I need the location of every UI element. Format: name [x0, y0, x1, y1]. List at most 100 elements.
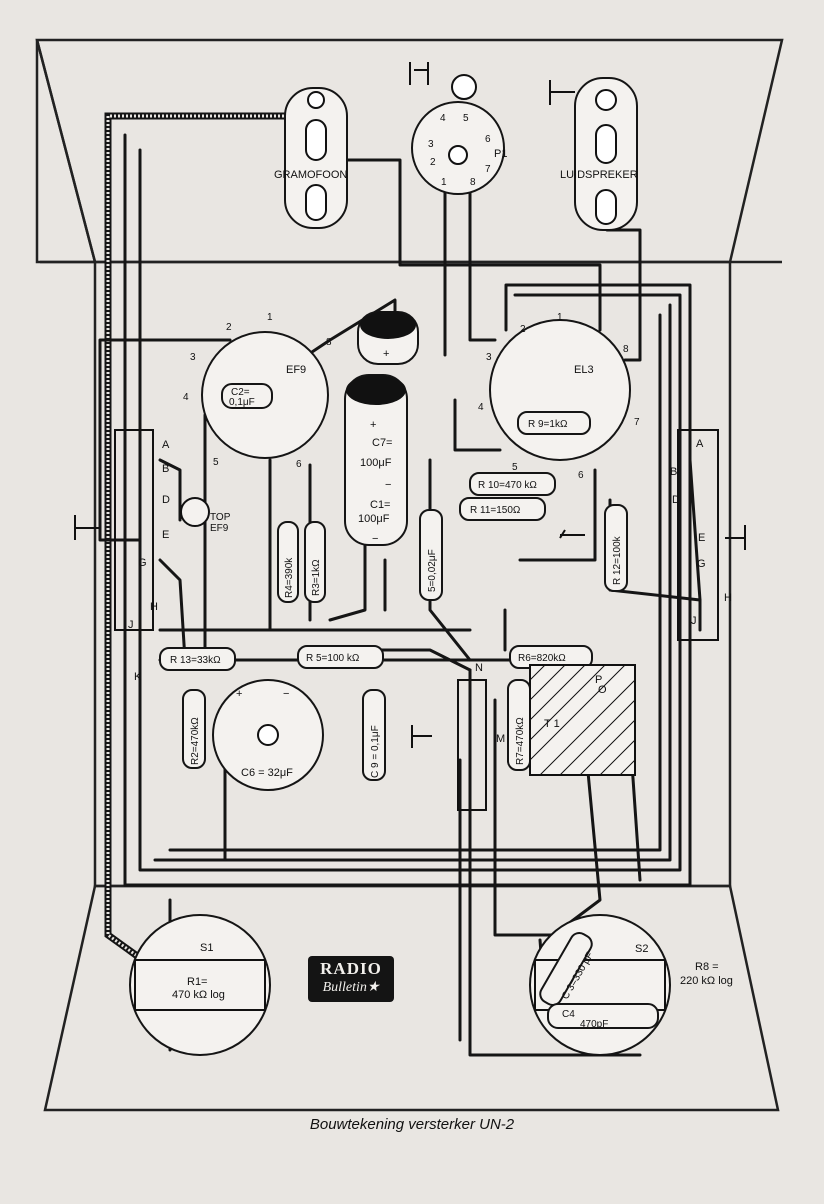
- top-ef9-label: EF9: [210, 523, 229, 534]
- resistor-r7: R7=470kΩ: [507, 679, 531, 771]
- terminal-strip-right: A B D E G H J: [670, 429, 732, 641]
- ef9-pin-3: 3: [190, 352, 196, 363]
- r13-label: R 13=33kΩ: [170, 655, 221, 666]
- el3-pin-2: 2: [520, 324, 526, 335]
- right-lug-h: H: [724, 592, 732, 604]
- right-lug-j: J: [691, 615, 697, 627]
- potentiometer-r1: S1 R1= 470 kΩ log: [129, 914, 271, 1056]
- left-lug-a: A: [162, 439, 170, 451]
- t1-o-label: O: [598, 684, 607, 696]
- r9-label: R 9=1kΩ: [528, 419, 568, 430]
- r10-label: R 10=470 kΩ: [478, 480, 537, 491]
- r6-label: R6=820kΩ: [518, 653, 566, 664]
- c1-value: 100μF: [358, 513, 390, 525]
- p1-pin-5: 5: [463, 113, 469, 124]
- ef9-tube-socket: 1 2 3 4 5 6 8 EF9 C2= 0,1μF: [183, 312, 332, 470]
- r4-label: R4=390k: [284, 557, 295, 598]
- ground-symbols: [74, 62, 746, 748]
- c1-label: C1=: [370, 499, 391, 511]
- left-lug-e: E: [162, 529, 169, 541]
- resistor-r2: R2=470kΩ: [182, 689, 206, 769]
- terminal-strip-mn: N M: [457, 662, 505, 811]
- ef9-label: EF9: [286, 364, 306, 376]
- p1-pin-3: 3: [428, 139, 434, 150]
- s2-label: S2: [635, 943, 648, 955]
- resistor-r3: R3=1kΩ: [304, 521, 326, 603]
- lug-m: M: [496, 733, 505, 745]
- r1-value: 470 kΩ log: [172, 989, 225, 1001]
- c2-label: C2=: [231, 387, 250, 398]
- right-lug-d: D: [672, 494, 680, 506]
- c6-label: C6 = 32μF: [241, 767, 293, 779]
- potentiometer-r8: S2 R8 = 220 kΩ log C 3=330 pF C4 470pF: [529, 914, 733, 1056]
- gramofoon-label: GRAMOFOON: [274, 169, 347, 181]
- c5-label: 5=0,02μF: [427, 549, 438, 592]
- r1-label: R1=: [187, 976, 208, 988]
- logo-line-2: Bulletin★: [322, 980, 380, 995]
- left-lug-d: D: [162, 494, 170, 506]
- left-lug-g: G: [138, 557, 147, 569]
- p1-pin-4: 4: [440, 113, 446, 124]
- c7-minus: −: [385, 479, 391, 491]
- right-lug-b: B: [670, 466, 677, 478]
- t1-p-label: P: [595, 674, 602, 686]
- luidspreker-label: LUIDSPREKER: [560, 169, 638, 181]
- r12-label: R 12=100k: [612, 535, 623, 585]
- resistor-r12: R 12=100k: [604, 504, 628, 592]
- electrolytic-c7: +: [357, 311, 419, 365]
- r8-label: R8 =: [695, 961, 719, 973]
- ef9-pin-6: 6: [296, 459, 302, 470]
- el3-tube-socket: 1 2 3 4 5 6 7 8 EL3: [478, 312, 640, 481]
- c4-value: 470pF: [580, 1019, 608, 1030]
- r8-value: 220 kΩ log: [680, 975, 733, 987]
- right-lug-e: E: [698, 532, 705, 544]
- lug-k: K: [134, 671, 142, 683]
- t1-label: T 1: [544, 718, 560, 730]
- left-lug-b: B: [162, 463, 169, 475]
- capacitor-c9: C 9 = 0,1μF: [362, 689, 386, 781]
- resistor-r13: R 13=33kΩ: [159, 647, 236, 671]
- c4-label: C4: [562, 1009, 575, 1020]
- ef9-pin-5: 5: [213, 457, 219, 468]
- electrolytic-c1: + C7= 100μF − C1= 100μF −: [344, 374, 408, 546]
- el3-pin-1: 1: [557, 312, 563, 323]
- el3-label: EL3: [574, 364, 594, 376]
- p1-pin-1: 1: [441, 177, 447, 188]
- el3-pin-7: 7: [634, 417, 640, 428]
- capacitor-c5: 5=0,02μF: [419, 509, 443, 601]
- p1-pin-8: 8: [470, 177, 476, 188]
- resistor-r9: R 9=1kΩ: [517, 411, 591, 435]
- logo-line-1: RADIO: [320, 959, 382, 978]
- s1-label: S1: [200, 942, 213, 954]
- r2-label: R2=470kΩ: [190, 717, 201, 765]
- resistor-r11: R 11=150Ω: [459, 497, 546, 521]
- el3-pin-4: 4: [478, 402, 484, 413]
- r5-label: R 5=100 kΩ: [306, 653, 360, 664]
- p1-pin-6: 6: [485, 134, 491, 145]
- r11-label: R 11=150Ω: [470, 505, 521, 516]
- el3-pin-5: 5: [512, 462, 518, 473]
- p1-label: P1: [494, 148, 507, 160]
- ef9-pin-4: 4: [183, 392, 189, 403]
- capacitor-c6: + − C6 = 32μF: [212, 679, 324, 791]
- el3-pin-8: 8: [623, 344, 629, 355]
- p1-pin-2: 2: [430, 157, 436, 168]
- left-lug-j: J: [128, 619, 134, 631]
- gramofoon-socket: GRAMOFOON: [274, 87, 348, 229]
- resistor-r4: R4=390k: [277, 521, 299, 603]
- ef9-pin-2: 2: [226, 322, 232, 333]
- right-lug-g: G: [697, 558, 706, 570]
- left-lug-h: H: [150, 601, 158, 613]
- figure-caption: Bouwtekening versterker UN-2: [309, 1116, 515, 1133]
- luidspreker-socket: LUIDSPREKER: [560, 77, 638, 231]
- r3-label: R3=1kΩ: [311, 559, 322, 596]
- c1-plus: +: [370, 419, 376, 431]
- el3-pin-3: 3: [486, 352, 492, 363]
- c9-label: C 9 = 0,1μF: [370, 725, 381, 778]
- c2-value: 0,1μF: [229, 397, 255, 408]
- r7-label: R7=470kΩ: [515, 717, 526, 765]
- p1-socket: 1 2 3 4 5 6 7 8 P1: [411, 74, 507, 195]
- c7-plus: +: [383, 348, 389, 360]
- p1-pin-7: 7: [485, 164, 491, 175]
